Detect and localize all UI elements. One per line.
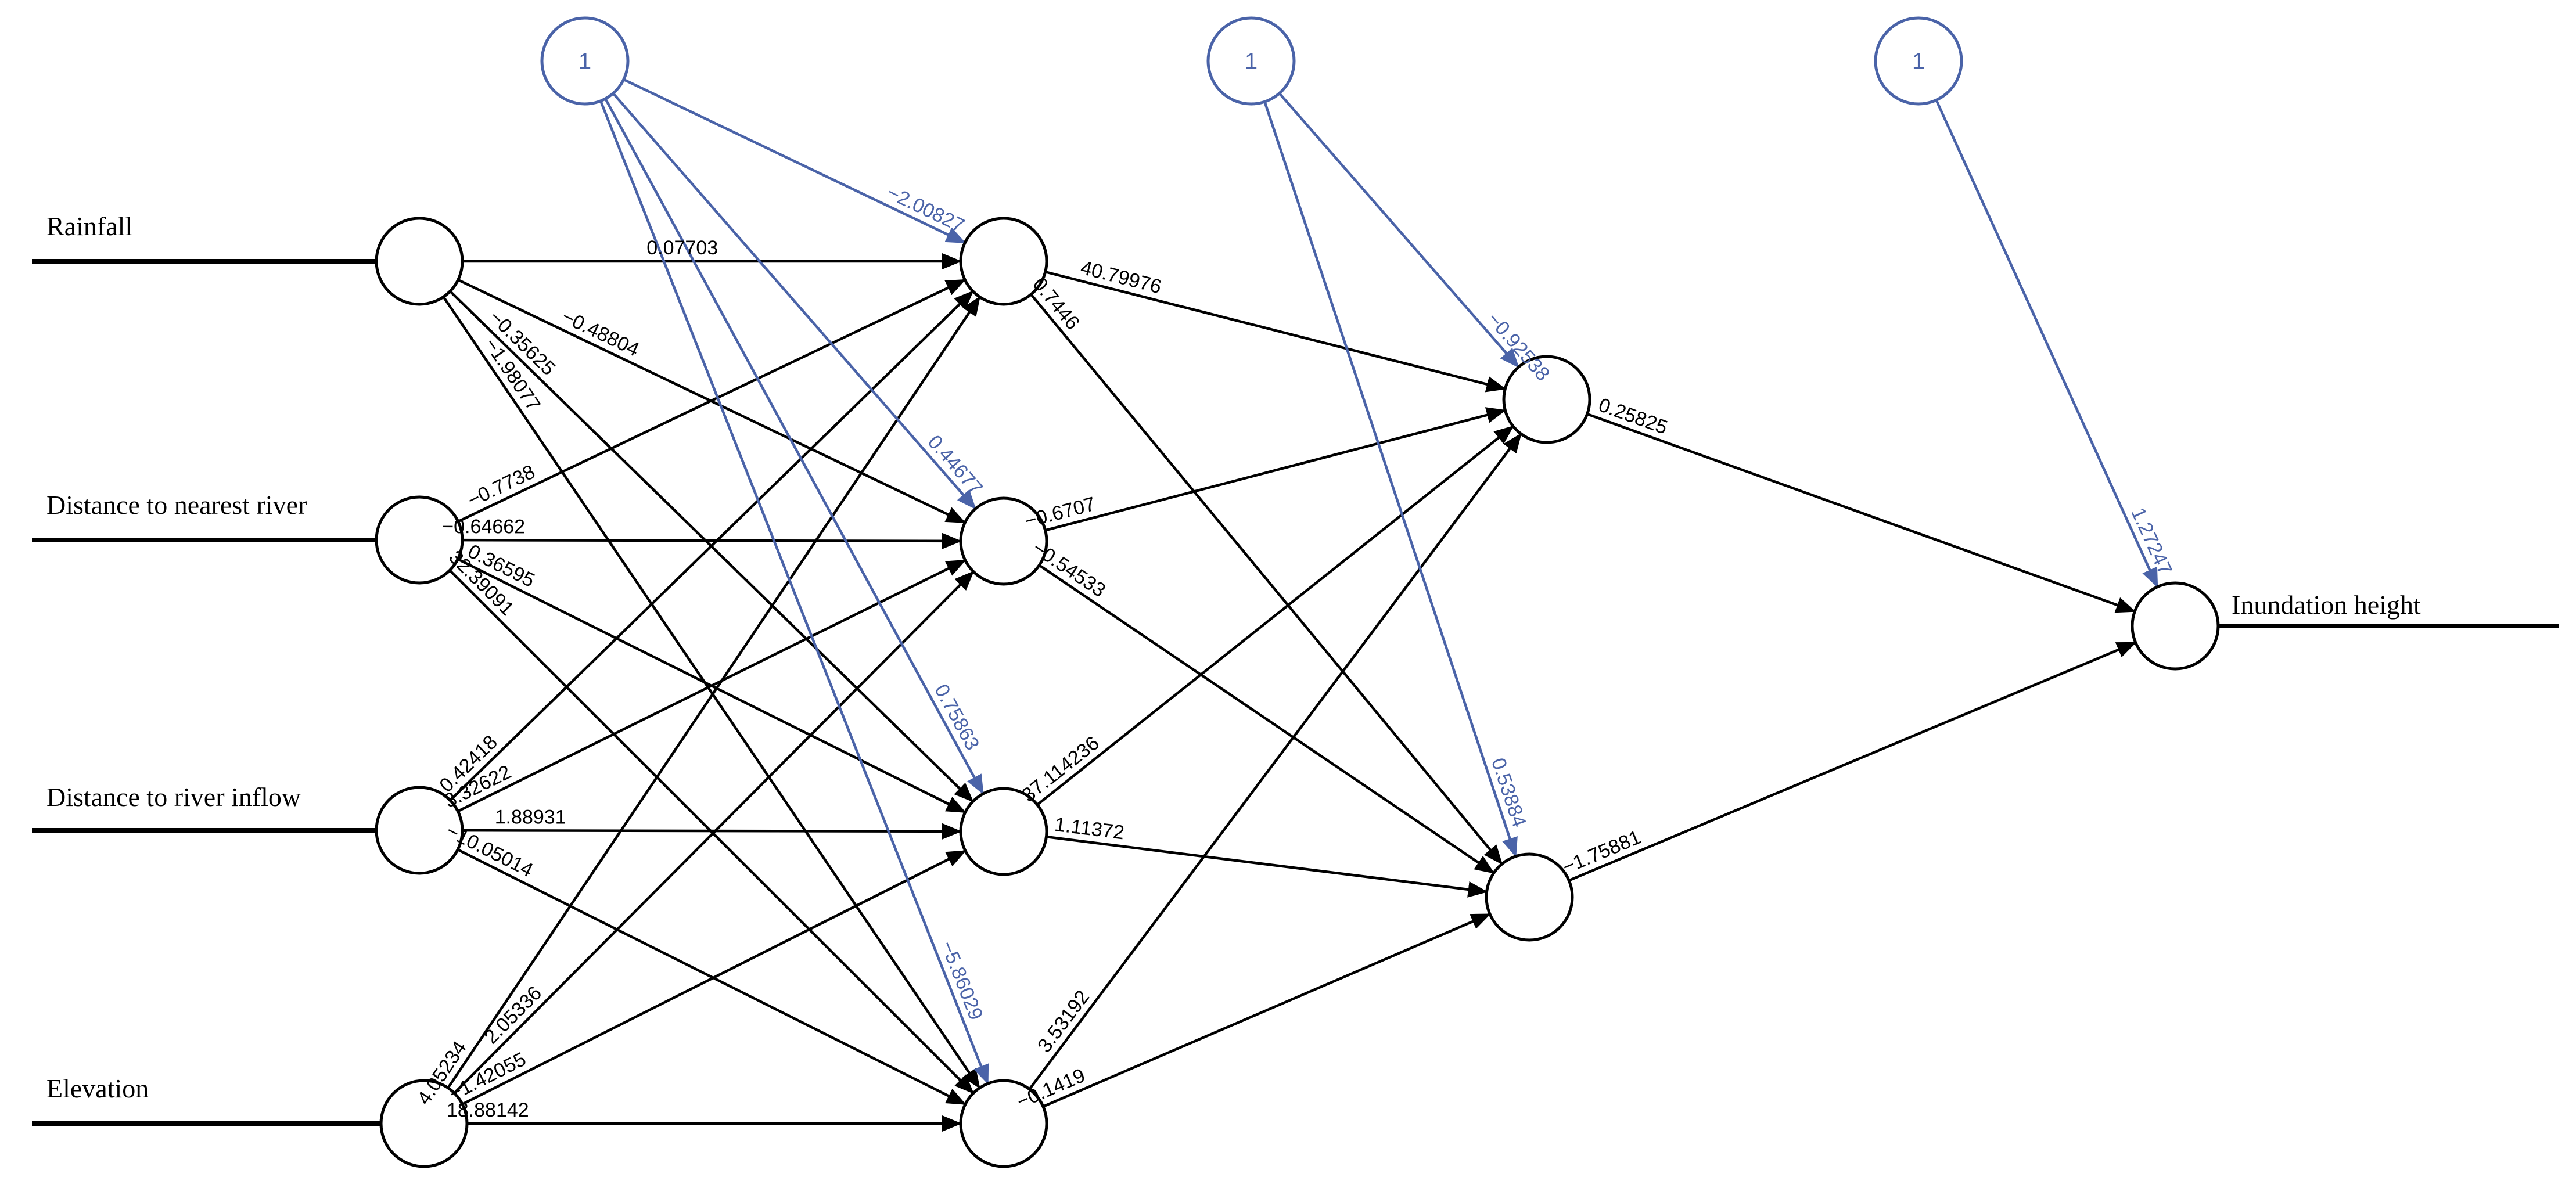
bias-node-2 [1206,16,1296,106]
edge-hidden2-2-output [1568,641,2137,882]
hidden2-node-2 [1485,852,1574,942]
weight-label: 0.07703 [646,237,718,259]
weight-label: 18.88142 [447,1099,529,1121]
edge-hidden2-hidden2-2 [1039,564,1495,874]
weight-label: −0.7738 [464,460,538,512]
edge-input2-hidden1 [457,278,967,523]
output-node [2131,581,2220,671]
hidden1-node-3 [959,787,1048,876]
bias-weight-label: 1.27247 [2126,504,2176,578]
hidden1-node-4 [959,1079,1048,1168]
bias-weight-label: 0.44677 [924,431,987,499]
edge-hidden3-hidden2-2 [1046,835,1488,898]
input-label: Distance to river inflow [46,782,301,812]
edge-input1-hidden4 [442,296,981,1089]
input-node-1 [375,217,464,306]
bias-edge-hidden2 [612,92,977,510]
edge-hidden3-hidden2-1 [1036,425,1514,806]
edge-hidden1-hidden2-2 [1030,293,1503,865]
bias-node-1 [540,16,630,106]
weight-label: −1.75881 [1559,826,1644,879]
input-label: Rainfall [46,211,132,241]
edge-input4-hidden1 [447,296,981,1089]
bias-node-label: 1 [1912,49,1925,74]
bias-edge-hidden3 [604,98,985,795]
weight-label: −0.64662 [442,516,525,538]
bias-edge-hidden1 [623,78,967,244]
weight-label: 0.25825 [1596,394,1670,438]
output-label: Inundation height [2232,590,2421,620]
input-node-4 [379,1079,469,1168]
edge-input3-hidden3 [462,823,962,840]
hidden1-node-1 [959,217,1048,306]
edge-input3-hidden2 [457,559,967,813]
nodes-layer [375,16,2220,1168]
edge-hidden1-hidden2-1 [1045,271,1507,393]
input-node-2 [375,495,464,585]
edge-hidden4-hidden2-1 [1028,433,1522,1090]
bias-node-3 [1874,16,1963,106]
hidden2-node-1 [1502,355,1591,444]
bias-edge-hidden4 [599,100,989,1085]
hidden1-node-2 [959,496,1048,586]
weight-label: 3.53192 [1033,987,1094,1057]
bias-node-label: 1 [579,49,591,74]
bias-edge-hidden2-2 [1263,101,1518,858]
weight-label: 37.114236 [1018,732,1103,807]
bias-edge-output [1935,99,2159,588]
bias-weight-label: −5.86029 [936,938,987,1023]
input-output-lines [32,259,2559,1126]
edge-hidden2-1-output [1586,412,2136,613]
edge-input3-hidden4 [457,848,967,1106]
bias-edge-hidden2-1 [1278,92,1520,368]
connections-layer [442,78,2159,1132]
edge-input2-hidden2 [462,532,962,549]
edge-hidden2-hidden2-1 [1045,407,1507,532]
input-label: Distance to nearest river [46,490,307,520]
weight-label: −0.1419 [1014,1064,1088,1113]
edge-input4-hidden3 [462,849,967,1106]
bias-node-label: 1 [1245,49,1258,74]
weight-label: −0.54533 [1029,537,1110,602]
weight-label: 1.88931 [495,806,566,828]
input-node-3 [375,786,464,875]
edge-input4-hidden2 [453,570,975,1095]
edge-input3-hidden1 [449,290,974,801]
edge-hidden4-hidden2-2 [1043,913,1491,1108]
input-label: Elevation [46,1074,149,1103]
